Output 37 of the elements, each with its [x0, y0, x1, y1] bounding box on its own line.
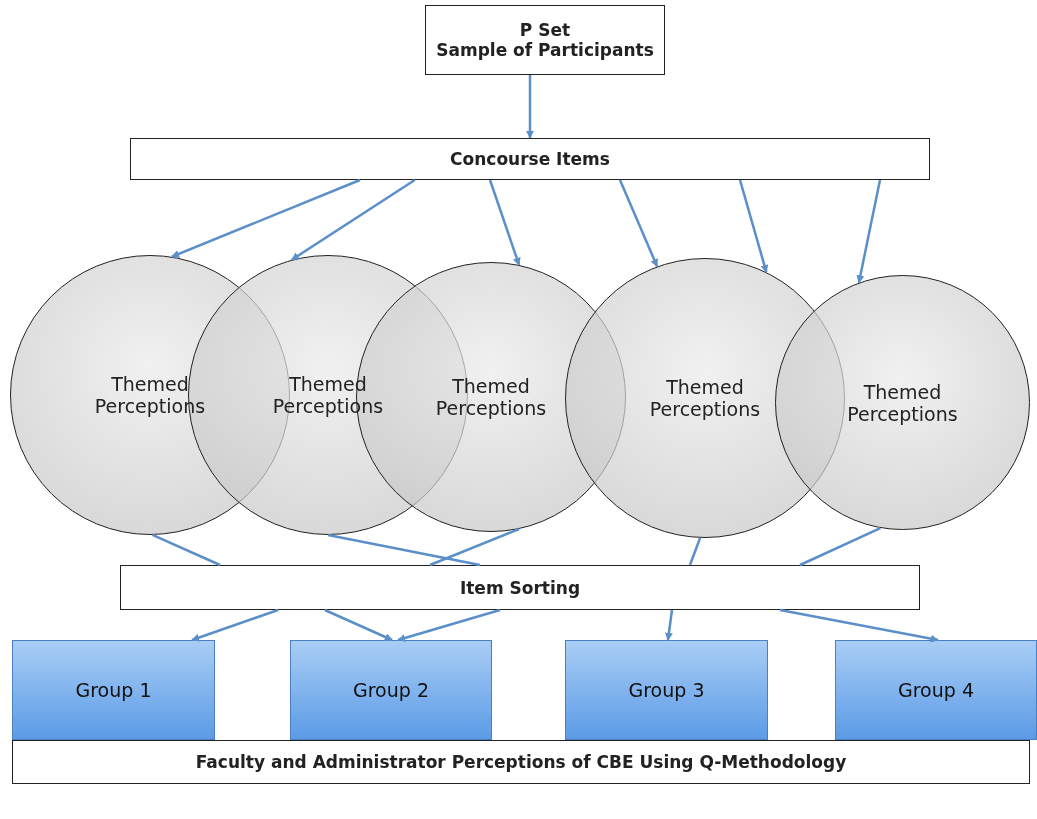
connector-line — [799, 526, 881, 567]
group-box — [12, 640, 215, 740]
group-label: Group 4 — [898, 679, 974, 701]
arrow — [664, 609, 674, 641]
arrow — [856, 179, 882, 284]
arrow — [738, 179, 769, 273]
arrow — [488, 179, 521, 266]
arrow — [618, 179, 659, 268]
connector-line — [688, 537, 702, 566]
arrow — [526, 75, 534, 139]
theme-label: Themed Perceptions — [846, 380, 959, 425]
process-box — [130, 138, 930, 180]
connector-line — [327, 533, 481, 567]
group-label: Group 1 — [75, 679, 152, 701]
connector-line — [151, 533, 221, 567]
arrow — [397, 608, 501, 642]
process-box — [120, 565, 920, 610]
connector-line — [429, 527, 520, 567]
theme-label: Themed Perceptions — [434, 375, 548, 419]
group-box — [565, 640, 768, 740]
box-label: Concourse Items — [450, 149, 610, 169]
process-box — [425, 5, 665, 75]
arrow — [324, 608, 393, 642]
theme-label: Themed Perceptions — [648, 376, 762, 420]
box-label: Sample of Participants — [436, 40, 654, 60]
group-label: Group 2 — [353, 679, 429, 701]
box-label: P Set — [519, 20, 571, 40]
group-box — [290, 640, 492, 740]
group-label: Group 3 — [628, 679, 705, 701]
group-box — [835, 640, 1037, 740]
box-label: Faculty and Administrator Perceptions of CBE Using Q-Methodology — [195, 752, 847, 772]
arrow — [191, 608, 279, 642]
process-box — [12, 740, 1030, 784]
arrow — [779, 608, 939, 643]
box-label: Item Sorting — [459, 577, 581, 598]
arrow — [171, 178, 361, 258]
arrow — [291, 178, 416, 261]
